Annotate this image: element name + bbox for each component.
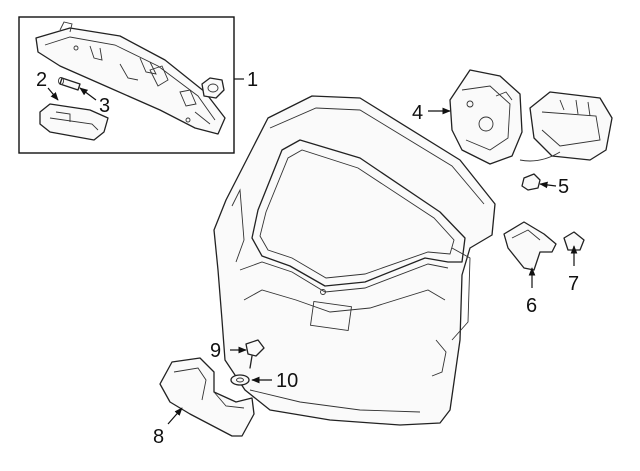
callout-1: 1 — [247, 69, 258, 91]
callout-9: 9 — [210, 340, 221, 362]
tailgate-part — [213, 95, 496, 426]
lamp-housing-part — [39, 103, 109, 141]
callout-7: 7 — [568, 273, 579, 295]
callout-2: 2 — [36, 69, 47, 91]
handle-bar-part — [35, 21, 226, 135]
leader-lines — [47, 78, 578, 425]
callout-4: 4 — [412, 102, 423, 124]
callout-8: 8 — [153, 426, 164, 448]
clip-7-part — [563, 231, 585, 251]
washer-10-part — [230, 374, 250, 386]
nut-part — [201, 77, 225, 99]
bracket-8-part — [159, 357, 255, 437]
motor-unit-part — [519, 91, 613, 162]
latch-part — [449, 69, 523, 165]
callout-5: 5 — [558, 176, 569, 198]
bracket-6-part — [503, 221, 557, 271]
callout-6: 6 — [526, 295, 537, 317]
screw-9-part — [245, 339, 265, 369]
bolt-5-part — [521, 173, 541, 191]
handle-assembly-inset — [18, 16, 235, 154]
bulb-part — [58, 77, 81, 91]
callout-3: 3 — [99, 95, 110, 117]
callout-10: 10 — [276, 370, 298, 392]
